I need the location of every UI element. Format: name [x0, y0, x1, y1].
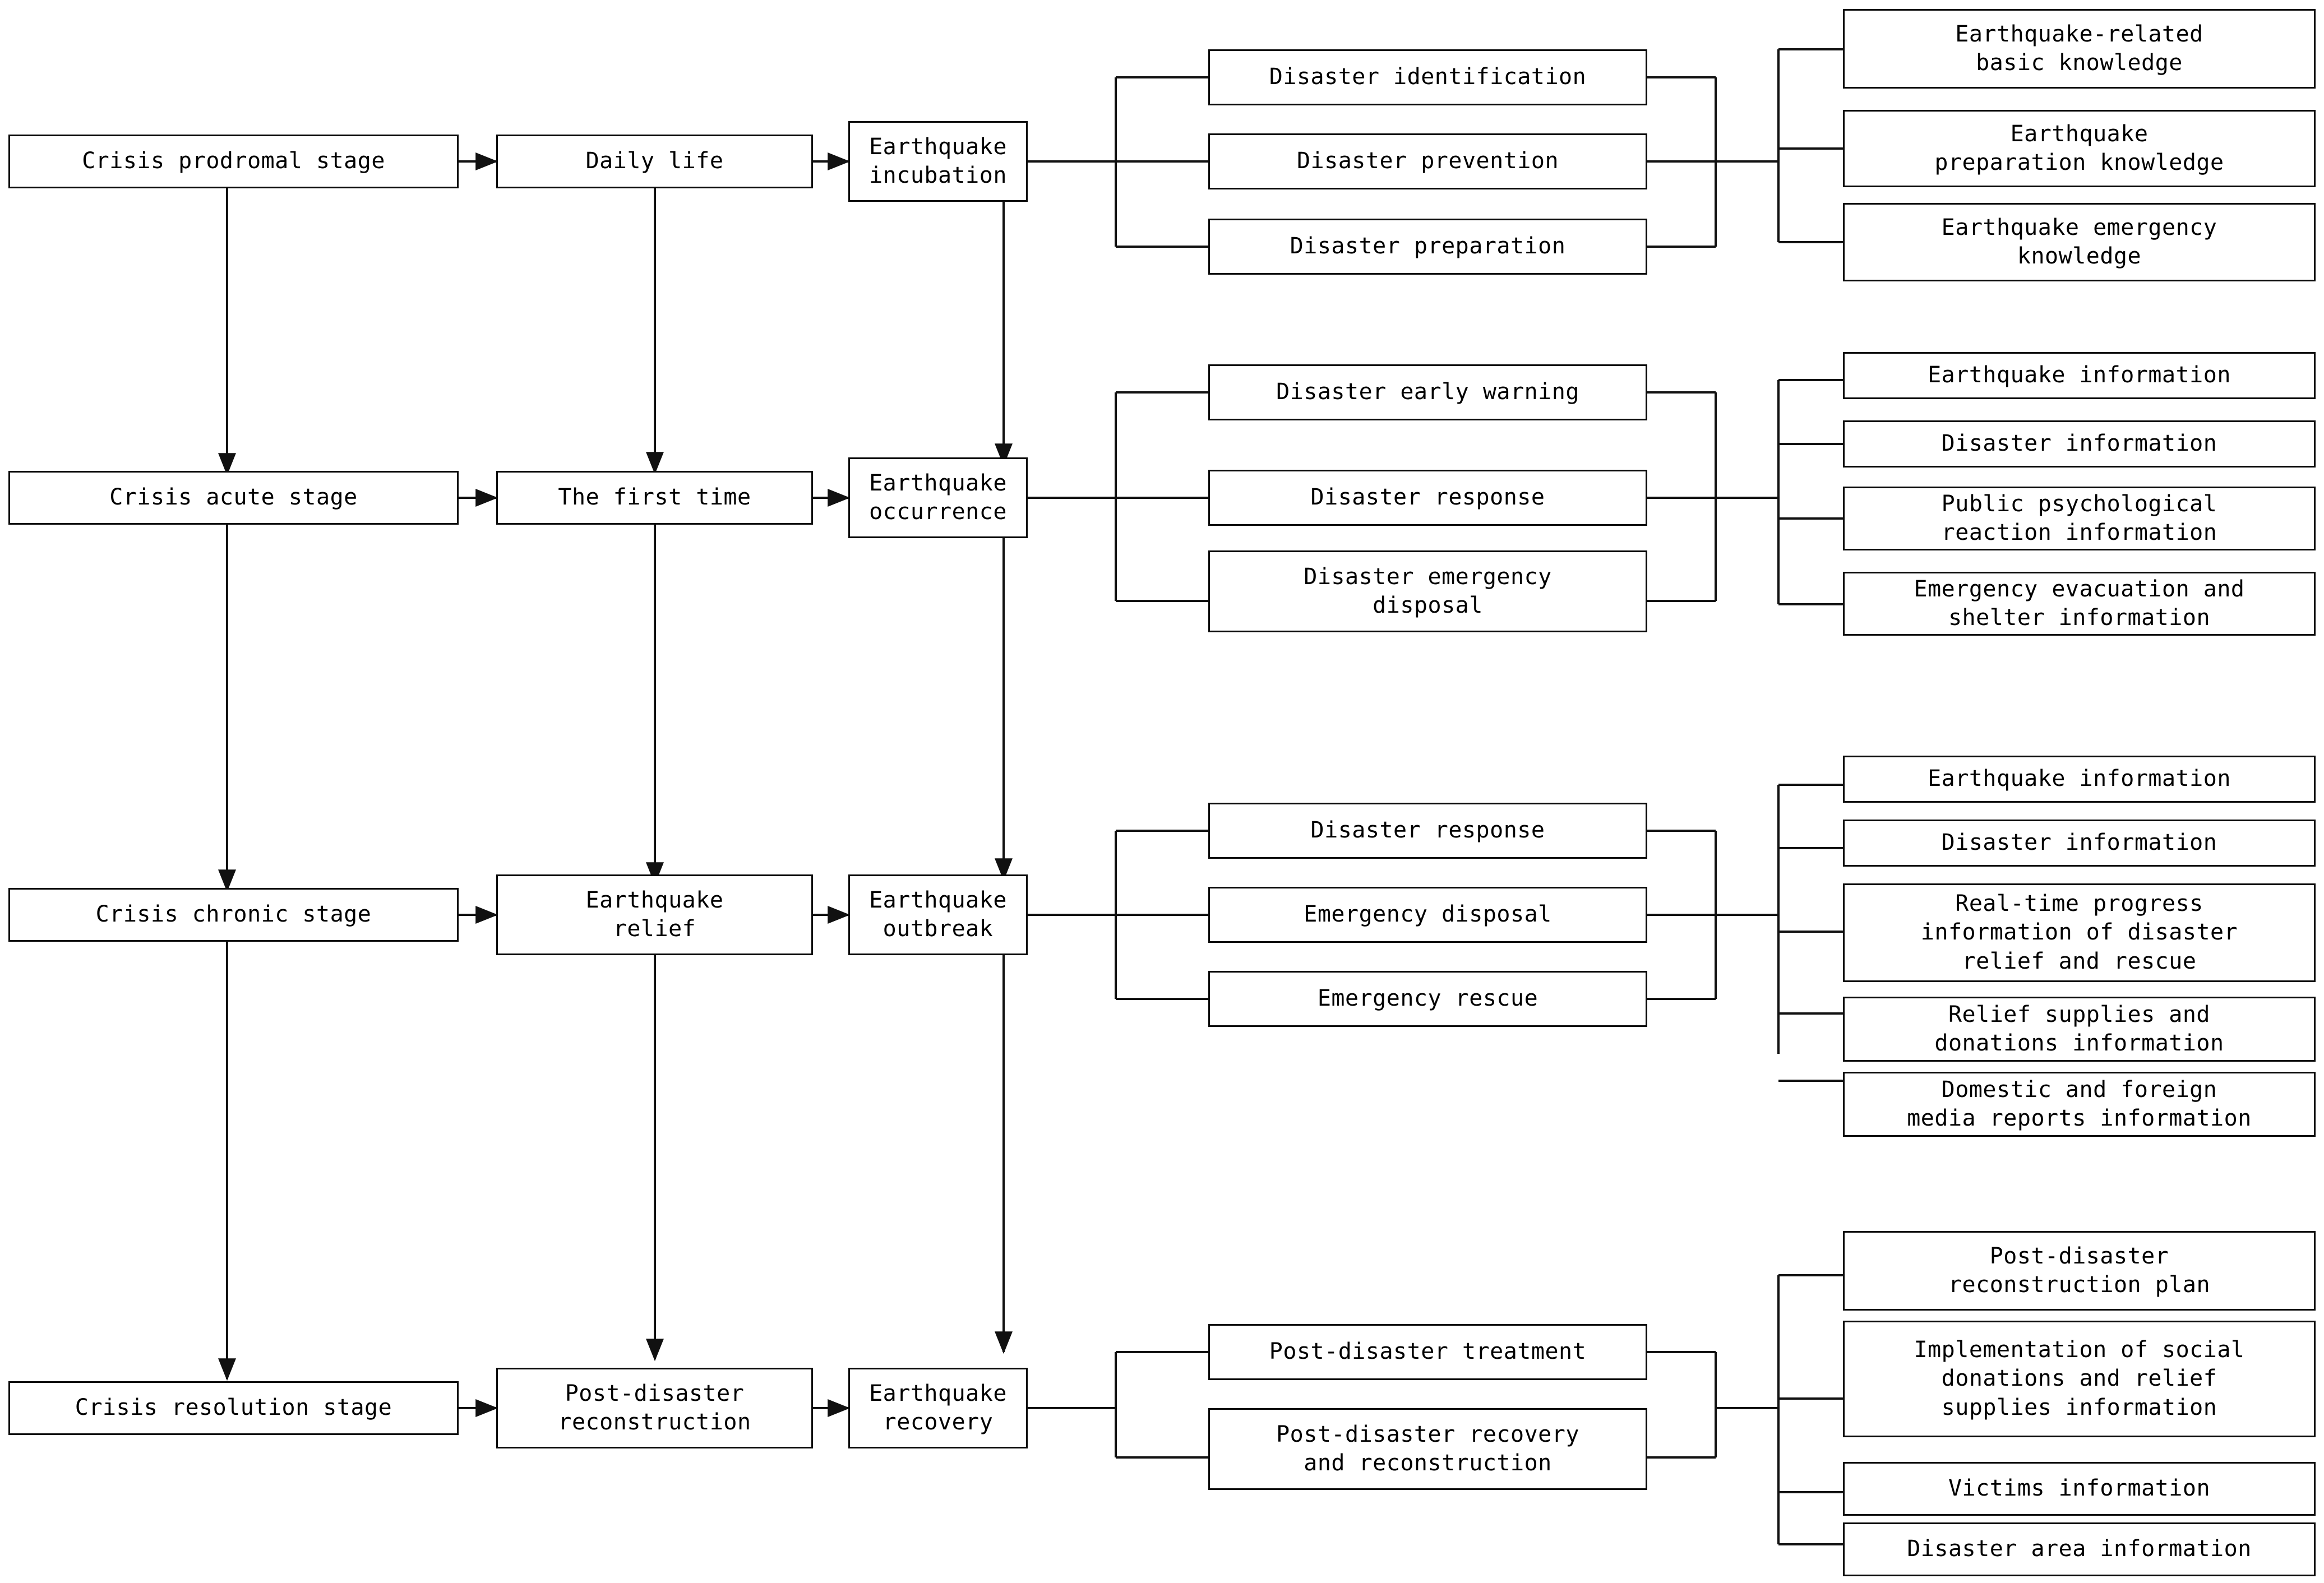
node-earthquake-incubation[interactable]: Earthquake incubation: [848, 121, 1028, 202]
node-label: Disaster emergency disposal: [1304, 563, 1552, 618]
node-disaster-response-row3[interactable]: Disaster response: [1208, 803, 1647, 859]
node-implementation-of-social-donations-information[interactable]: Implementation of social donations and r…: [1843, 1321, 2316, 1437]
node-disaster-identification[interactable]: Disaster identification: [1208, 49, 1647, 105]
node-post-disaster-reconstruction[interactable]: Post-disaster reconstruction: [496, 1368, 813, 1448]
node-emergency-rescue[interactable]: Emergency rescue: [1208, 971, 1647, 1027]
node-label: Crisis chronic stage: [95, 901, 372, 928]
node-earthquake-relief[interactable]: Earthquake relief: [496, 874, 813, 955]
node-post-disaster-recovery-and-reconstruction[interactable]: Post-disaster recovery and reconstructio…: [1208, 1408, 1647, 1490]
node-label: Emergency rescue: [1317, 985, 1538, 1012]
node-disaster-prevention[interactable]: Disaster prevention: [1208, 133, 1647, 189]
node-label: Disaster early warning: [1276, 379, 1579, 405]
node-label: Disaster preparation: [1290, 233, 1566, 260]
node-earthquake-recovery[interactable]: Earthquake recovery: [848, 1368, 1028, 1448]
node-label: Implementation of social donations and r…: [1914, 1337, 2245, 1420]
node-label: Disaster identification: [1269, 64, 1587, 90]
node-label: Real-time progress information of disast…: [1920, 891, 2238, 974]
node-earthquake-related-basic-knowledge[interactable]: Earthquake-related basic knowledge: [1843, 9, 2316, 89]
node-label: Disaster information: [1941, 830, 2217, 856]
node-label: Post-disaster reconstruction: [558, 1380, 751, 1435]
node-label: Disaster information: [1941, 431, 2217, 457]
node-earthquake-emergency-knowledge[interactable]: Earthquake emergency knowledge: [1843, 203, 2316, 281]
node-label: Emergency evacuation and shelter informa…: [1914, 576, 2245, 631]
node-label: Disaster response: [1310, 817, 1545, 844]
node-label: Disaster area information: [1907, 1536, 2252, 1562]
node-label: Earthquake recovery: [869, 1380, 1007, 1435]
node-public-psychological-reaction-information[interactable]: Public psychological reaction informatio…: [1843, 487, 2316, 550]
node-label: Public psychological reaction informatio…: [1941, 490, 2217, 545]
node-label: Post-disaster recovery and reconstructio…: [1276, 1421, 1579, 1476]
node-label: Victims information: [1948, 1475, 2211, 1502]
node-disaster-early-warning[interactable]: Disaster early warning: [1208, 364, 1647, 420]
node-disaster-information-row2[interactable]: Disaster information: [1843, 420, 2316, 468]
node-emergency-evacuation-and-shelter-information[interactable]: Emergency evacuation and shelter informa…: [1843, 572, 2316, 636]
node-label: Daily life: [585, 148, 724, 174]
node-daily-life[interactable]: Daily life: [496, 135, 813, 188]
node-post-disaster-treatment[interactable]: Post-disaster treatment: [1208, 1324, 1647, 1380]
node-label: Domestic and foreign media reports infor…: [1907, 1076, 2252, 1131]
node-post-disaster-reconstruction-plan[interactable]: Post-disaster reconstruction plan: [1843, 1231, 2316, 1311]
node-relief-supplies-and-donations-information[interactable]: Relief supplies and donations informatio…: [1843, 997, 2316, 1062]
node-emergency-disposal[interactable]: Emergency disposal: [1208, 887, 1647, 943]
node-disaster-information-row3[interactable]: Disaster information: [1843, 820, 2316, 867]
node-earthquake-outbreak[interactable]: Earthquake outbreak: [848, 874, 1028, 955]
node-label: Earthquake outbreak: [869, 887, 1007, 942]
node-label: The first time: [558, 484, 751, 511]
node-label: Crisis resolution stage: [75, 1395, 392, 1421]
node-crisis-prodromal-stage[interactable]: Crisis prodromal stage: [8, 135, 459, 188]
node-earthquake-preparation-knowledge[interactable]: Earthquake preparation knowledge: [1843, 110, 2316, 187]
node-victims-information[interactable]: Victims information: [1843, 1462, 2316, 1516]
node-earthquake-information-row2[interactable]: Earthquake information: [1843, 352, 2316, 399]
node-earthquake-occurrence[interactable]: Earthquake occurrence: [848, 457, 1028, 538]
node-label: Earthquake occurrence: [869, 470, 1007, 525]
node-crisis-chronic-stage[interactable]: Crisis chronic stage: [8, 888, 459, 942]
node-label: Earthquake emergency knowledge: [1941, 214, 2217, 269]
node-label: Relief supplies and donations informatio…: [1934, 1001, 2224, 1056]
node-earthquake-information-row3[interactable]: Earthquake information: [1843, 756, 2316, 803]
node-label: Disaster response: [1310, 484, 1545, 511]
node-domestic-and-foreign-media-reports-information[interactable]: Domestic and foreign media reports infor…: [1843, 1072, 2316, 1137]
node-label: Post-disaster treatment: [1269, 1339, 1587, 1365]
node-label: Post-disaster reconstruction plan: [1948, 1243, 2211, 1298]
node-label: Emergency disposal: [1304, 901, 1552, 928]
node-label: Earthquake relief: [585, 887, 724, 942]
node-disaster-emergency-disposal[interactable]: Disaster emergency disposal: [1208, 550, 1647, 632]
node-label: Earthquake-related basic knowledge: [1955, 21, 2203, 76]
node-crisis-acute-stage[interactable]: Crisis acute stage: [8, 471, 459, 525]
node-label: Disaster prevention: [1296, 148, 1559, 174]
node-label: Earthquake preparation knowledge: [1934, 121, 2224, 175]
node-disaster-area-information[interactable]: Disaster area information: [1843, 1522, 2316, 1576]
node-label: Crisis acute stage: [109, 484, 358, 511]
node-crisis-resolution-stage[interactable]: Crisis resolution stage: [8, 1381, 459, 1435]
node-label: Earthquake incubation: [869, 133, 1007, 188]
node-label: Earthquake information: [1928, 362, 2231, 388]
node-label: Earthquake information: [1928, 766, 2231, 792]
node-disaster-preparation[interactable]: Disaster preparation: [1208, 219, 1647, 275]
node-real-time-progress-information[interactable]: Real-time progress information of disast…: [1843, 883, 2316, 982]
node-the-first-time[interactable]: The first time: [496, 471, 813, 525]
node-label: Crisis prodromal stage: [82, 148, 385, 174]
node-disaster-response-row2[interactable]: Disaster response: [1208, 470, 1647, 526]
